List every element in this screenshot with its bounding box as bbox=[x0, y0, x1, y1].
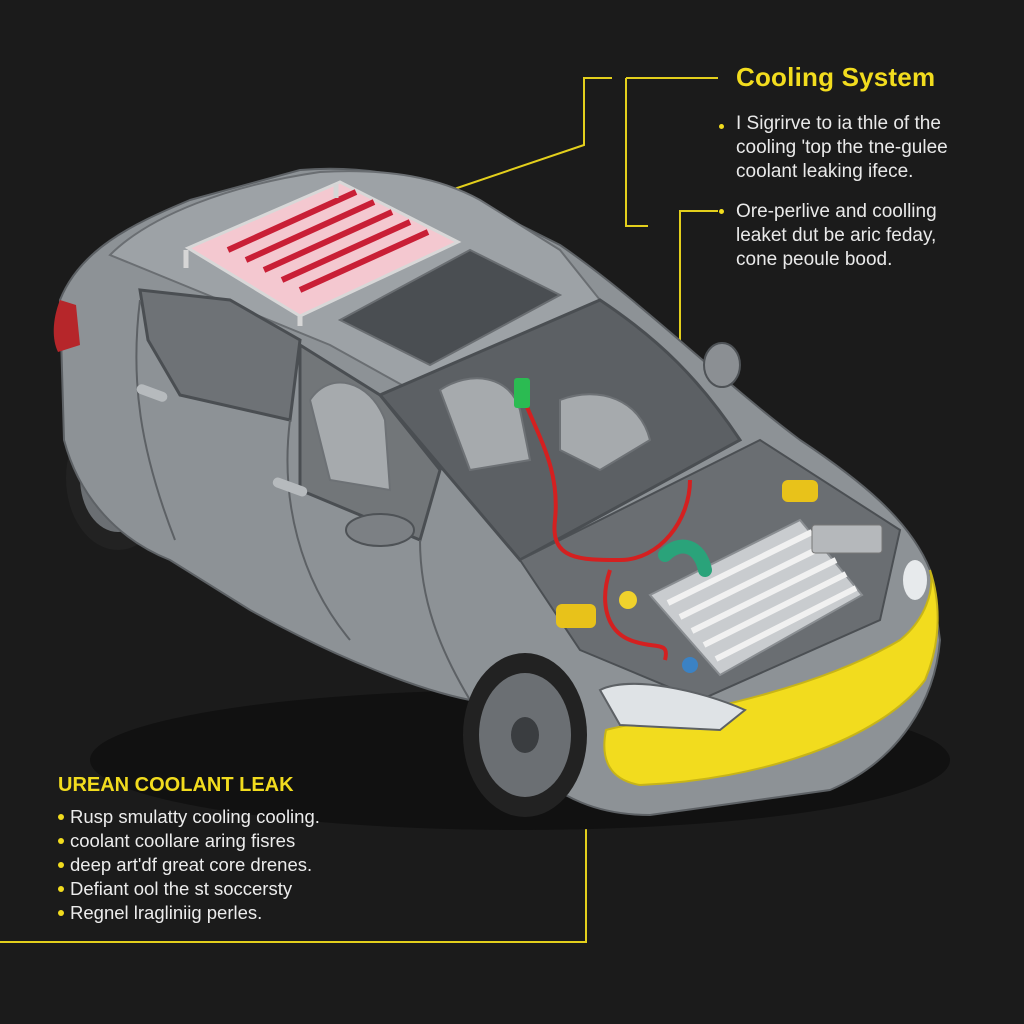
electrical-box bbox=[811, 524, 883, 554]
list-item: deep art'df great core drenes. bbox=[56, 853, 320, 877]
sunroof bbox=[337, 248, 563, 367]
front-bumper-highlight bbox=[603, 569, 939, 787]
front-wheel bbox=[463, 653, 587, 817]
cooling-system-title: Cooling System bbox=[736, 62, 936, 92]
roof-battery-pack bbox=[183, 180, 462, 326]
list-item: Regnel lragliniig perles. bbox=[56, 901, 320, 925]
coolant-leak-line bbox=[520, 394, 692, 661]
reservoir-cap-yellow bbox=[619, 591, 637, 609]
top-note-2: Ore-perlive and coolling leaket dut be a… bbox=[736, 200, 937, 272]
leader-top-bracket bbox=[625, 78, 648, 227]
list-item: coolant coollare aring fisres bbox=[56, 829, 320, 853]
seats bbox=[308, 377, 652, 492]
yellow-reservoir-left bbox=[556, 604, 596, 628]
note1-bullet bbox=[719, 124, 724, 129]
top-note-2-line: leaket dut be aric feday, bbox=[736, 225, 937, 246]
top-note-1-line: I Sigrirve to ia thle of the bbox=[736, 113, 941, 134]
door-handle-rear bbox=[136, 384, 168, 402]
door-handle-front bbox=[272, 477, 308, 497]
list-item: Defiant ool the st soccersty bbox=[56, 877, 320, 901]
leader-top-roof bbox=[397, 77, 612, 209]
note2-bullet bbox=[719, 209, 724, 214]
reservoir-cap-blue bbox=[682, 657, 698, 673]
side-mirror-right bbox=[703, 342, 741, 388]
side-mirror-left bbox=[345, 513, 415, 547]
green-sensor bbox=[514, 378, 530, 408]
coolant-leak-title: UREAN COOLANT LEAK bbox=[58, 774, 294, 796]
coolant-hose-green bbox=[658, 539, 712, 577]
top-note-1: I Sigrirve to ia thle of the cooling 'to… bbox=[736, 112, 948, 184]
headlight bbox=[598, 682, 747, 732]
yellow-reservoir-right bbox=[782, 480, 818, 502]
door-lines bbox=[135, 299, 471, 701]
headlight-right bbox=[903, 560, 927, 600]
top-note-2-line: Ore-perlive and coolling bbox=[736, 201, 937, 222]
radiator-block bbox=[648, 518, 864, 677]
tail-light bbox=[53, 300, 80, 352]
list-item: Rusp smulatty cooling cooling. bbox=[56, 805, 320, 829]
top-note-1-line: cooling 'top the tne-gulee bbox=[736, 137, 948, 158]
coolant-leak-list: Rusp smulatty cooling cooling. coolant c… bbox=[56, 805, 320, 925]
top-note-2-line: cone peoule bood. bbox=[736, 249, 893, 270]
top-note-1-line: coolant leaking ifece. bbox=[736, 161, 914, 182]
